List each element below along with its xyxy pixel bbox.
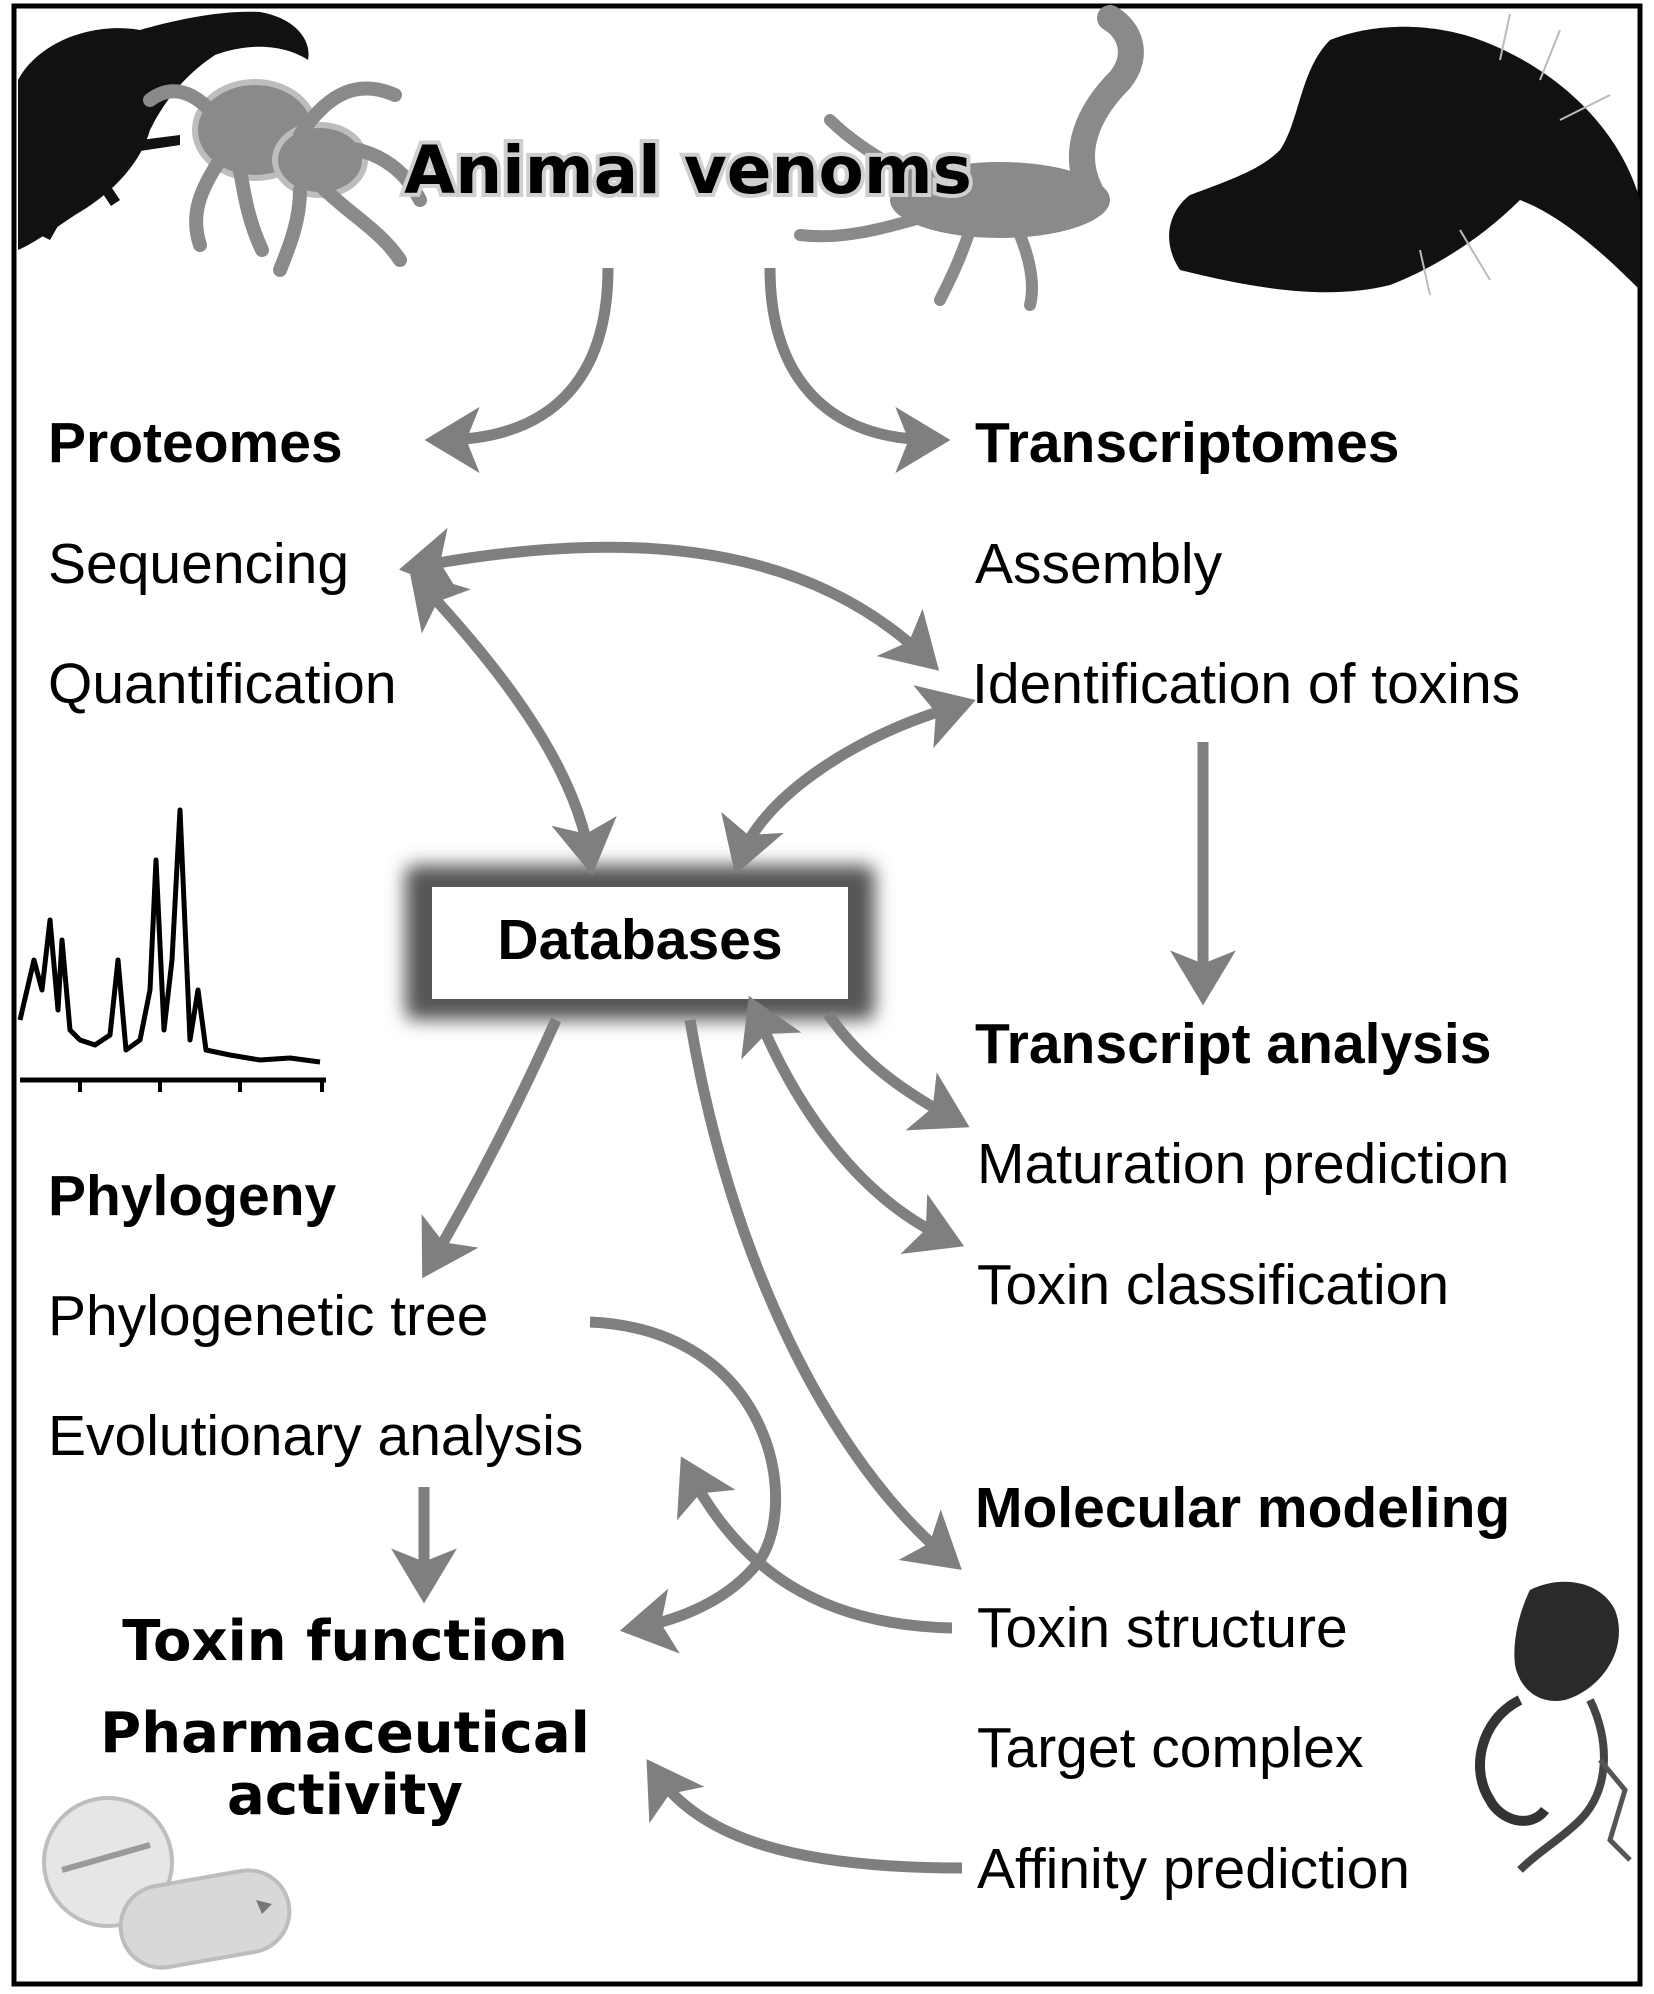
transcriptomes-item-assembly: Assembly	[975, 532, 1223, 596]
molecular-modeling-item-affinity: Affinity prediction	[977, 1837, 1410, 1901]
centipede-fang-silhouette-icon	[1169, 13, 1640, 296]
transcript-analysis-item-maturation: Maturation prediction	[977, 1132, 1509, 1196]
scorpion-silhouette-icon	[794, 5, 1144, 311]
molecular-modeling-heading: Molecular modeling	[975, 1476, 1510, 1540]
arrow-databases-toxin-classification	[741, 995, 965, 1255]
phylogeny-item-tree: Phylogenetic tree	[48, 1284, 488, 1348]
proteomes-item-quantification: Quantification	[48, 652, 397, 716]
arrow-phylogenetic-tree-to-toxin-function	[589, 1316, 782, 1654]
phylogeny-heading: Phylogeny	[48, 1164, 337, 1228]
arrow-toxin-structure-to-evolutionary	[677, 1456, 953, 1634]
pharmaceutical-label: Pharmaceutical	[100, 1701, 590, 1766]
spider-silhouette-icon	[143, 79, 427, 277]
gecko-silhouette-icon	[18, 11, 309, 250]
transcriptomes-item-identification: Identification of toxins	[972, 652, 1520, 716]
molecular-modeling-item-structure: Toxin structure	[977, 1596, 1348, 1660]
activity-label: activity	[227, 1763, 463, 1828]
molecular-modeling-item-target: Target complex	[977, 1716, 1364, 1780]
transcriptomes-heading: Transcriptomes	[975, 411, 1400, 475]
arrow-sequencing-identification	[398, 527, 940, 671]
phylogeny-item-evolutionary: Evolutionary analysis	[48, 1404, 583, 1468]
pills-icon	[42, 1796, 292, 1970]
chromatogram-icon	[17, 807, 326, 1092]
arrow-venoms-to-transcriptomes	[764, 267, 951, 473]
arrow-databases-to-phylogeny	[421, 1017, 562, 1279]
arrows-layer	[391, 267, 1236, 1874]
arrow-venoms-to-proteomes	[424, 267, 614, 473]
arrow-sequencing-databases	[409, 570, 617, 876]
diagram-title: Animal venoms	[404, 132, 972, 209]
proteomes-item-sequencing: Sequencing	[48, 532, 349, 596]
transcript-analysis-item-classification: Toxin classification	[977, 1253, 1449, 1317]
protein-structure-icon	[1475, 1581, 1632, 1873]
arrow-databases-to-molecular-modeling	[684, 1019, 962, 1570]
arrow-affinity-to-pharmaceutical	[646, 1759, 963, 1874]
proteomes-heading: Proteomes	[48, 411, 343, 475]
arrow-identification-databases	[721, 685, 976, 875]
databases-label: Databases	[497, 908, 782, 972]
transcript-analysis-heading: Transcript analysis	[975, 1012, 1491, 1076]
toxin-function-label: Toxin function	[122, 1609, 568, 1674]
databases-box	[405, 865, 875, 1020]
